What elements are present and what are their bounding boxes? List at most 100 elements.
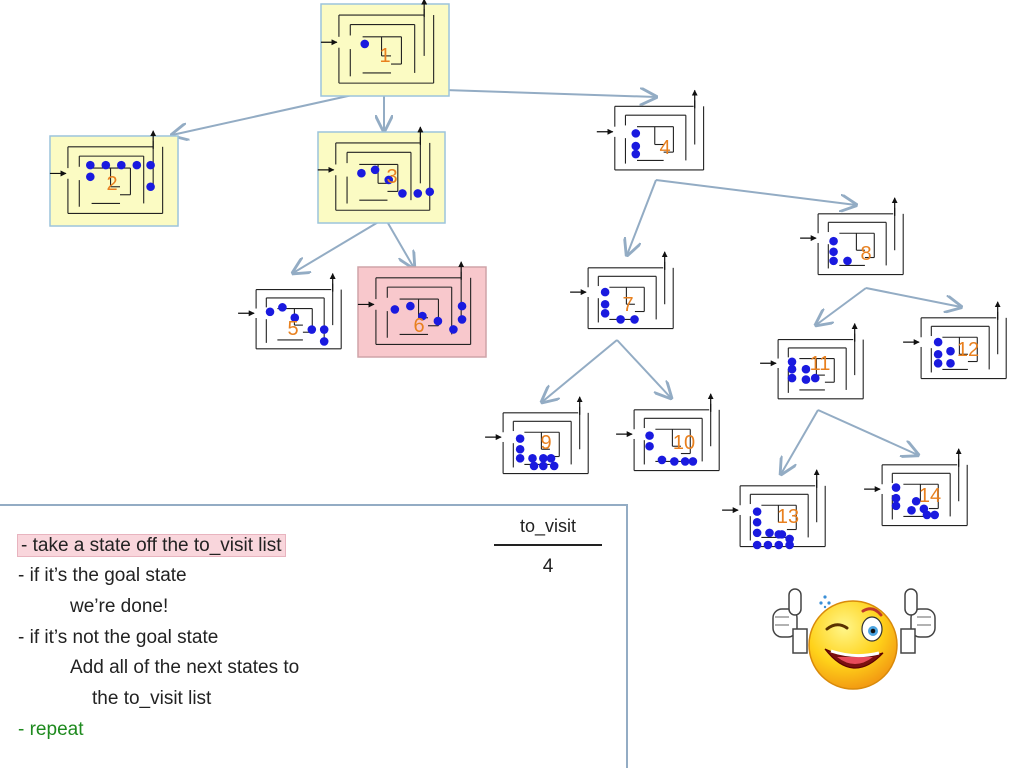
state-node-3: 3 <box>317 126 446 224</box>
state-node-10: 10 <box>616 393 720 472</box>
rule-if-not-goal: - if it’s not the goal state <box>18 627 219 648</box>
path-dot <box>457 315 467 324</box>
path-dot <box>457 301 467 311</box>
path-dot <box>774 530 784 539</box>
state-label-12: 12 <box>957 339 979 361</box>
path-dot <box>406 301 415 311</box>
path-dot <box>546 454 556 463</box>
to-visit-list: 4 <box>494 556 602 578</box>
edge-8-to-11 <box>816 287 867 325</box>
state-label-7: 7 <box>622 294 633 316</box>
path-dot <box>631 149 641 159</box>
path-dot <box>946 359 955 368</box>
path-dot <box>433 316 443 326</box>
state-node-6: 6 <box>357 261 487 358</box>
path-dot <box>645 431 654 440</box>
algorithm-steps-panel: - take a state off the to_visit list - i… <box>0 504 628 768</box>
state-label-13: 13 <box>777 506 799 528</box>
edge-7-to-9 <box>542 339 618 402</box>
path-dot <box>907 506 916 515</box>
path-dot <box>101 160 111 170</box>
to-visit-divider <box>494 544 602 546</box>
rule-add-next-states: Add all of the next states to <box>70 657 300 678</box>
path-dot <box>787 364 797 374</box>
path-dot <box>645 441 654 451</box>
path-dot <box>801 375 811 384</box>
path-dot <box>843 256 852 266</box>
path-dot <box>600 309 610 318</box>
path-dot <box>515 454 525 463</box>
path-dot <box>549 461 559 471</box>
path-dot <box>146 160 155 170</box>
path-dot <box>539 454 548 463</box>
path-dot <box>600 287 610 297</box>
state-node-2: 2 <box>49 130 179 227</box>
to-visit-item: 4 <box>542 556 554 577</box>
state-label-10: 10 <box>673 432 695 454</box>
right-thumb-icon <box>900 588 936 654</box>
edge-3-to-5 <box>293 217 386 273</box>
path-dot <box>418 311 427 321</box>
state-node-13: 13 <box>722 469 826 550</box>
path-dot <box>657 455 667 465</box>
state-node-5: 5 <box>238 273 342 350</box>
path-dot <box>529 461 539 471</box>
path-dot <box>132 160 142 170</box>
path-dot <box>752 528 762 538</box>
state-label-6: 6 <box>413 315 424 337</box>
rule-repeat: - repeat <box>18 719 84 740</box>
path-dot <box>933 349 943 359</box>
path-dot <box>290 313 300 323</box>
path-dot <box>763 540 773 550</box>
path-dot <box>319 325 329 334</box>
path-dot <box>528 454 537 463</box>
path-dot <box>390 305 400 314</box>
visited-highlight <box>320 3 450 97</box>
path-dot <box>319 337 329 346</box>
path-dot <box>787 373 797 383</box>
state-label-14: 14 <box>919 485 941 507</box>
path-dot <box>688 457 698 466</box>
edge-11-to-14 <box>817 409 918 455</box>
edge-8-to-12 <box>865 287 961 307</box>
state-label-4: 4 <box>659 137 670 159</box>
path-dot <box>933 359 943 368</box>
path-dot <box>307 325 317 334</box>
path-dot <box>370 165 380 175</box>
state-label-1: 1 <box>379 45 390 67</box>
path-dot <box>933 337 943 347</box>
state-label-5: 5 <box>287 318 298 340</box>
path-dot <box>785 540 794 550</box>
to-visit-header: to_visit <box>519 516 577 536</box>
state-node-9: 9 <box>485 396 589 475</box>
path-dot <box>922 510 932 520</box>
state-label-2: 2 <box>106 173 117 195</box>
path-dot <box>398 189 407 198</box>
state-node-12: 12 <box>903 301 1007 380</box>
path-dot <box>631 141 641 151</box>
path-dot <box>265 307 275 317</box>
path-dot <box>765 528 774 538</box>
path-dot <box>891 501 901 511</box>
path-dot <box>801 364 811 374</box>
path-dot <box>631 129 641 138</box>
path-dot <box>891 483 901 492</box>
path-dot <box>930 510 940 520</box>
visited-highlight <box>317 131 446 224</box>
rule-done: we’re done! <box>70 596 169 617</box>
path-dot <box>670 457 679 466</box>
path-dot <box>425 187 435 197</box>
state-node-14: 14 <box>864 448 968 527</box>
path-dot <box>785 534 794 544</box>
state-node-7: 7 <box>570 251 674 330</box>
edge-4-to-7 <box>627 179 657 255</box>
winking-thumbs-up-emoji <box>772 588 936 690</box>
path-dot <box>752 507 762 516</box>
path-dot <box>911 496 921 506</box>
path-dot <box>278 303 287 312</box>
path-dot <box>891 493 901 503</box>
edge-4-to-8 <box>655 179 856 205</box>
path-dot <box>384 175 394 185</box>
path-dot <box>752 517 762 527</box>
